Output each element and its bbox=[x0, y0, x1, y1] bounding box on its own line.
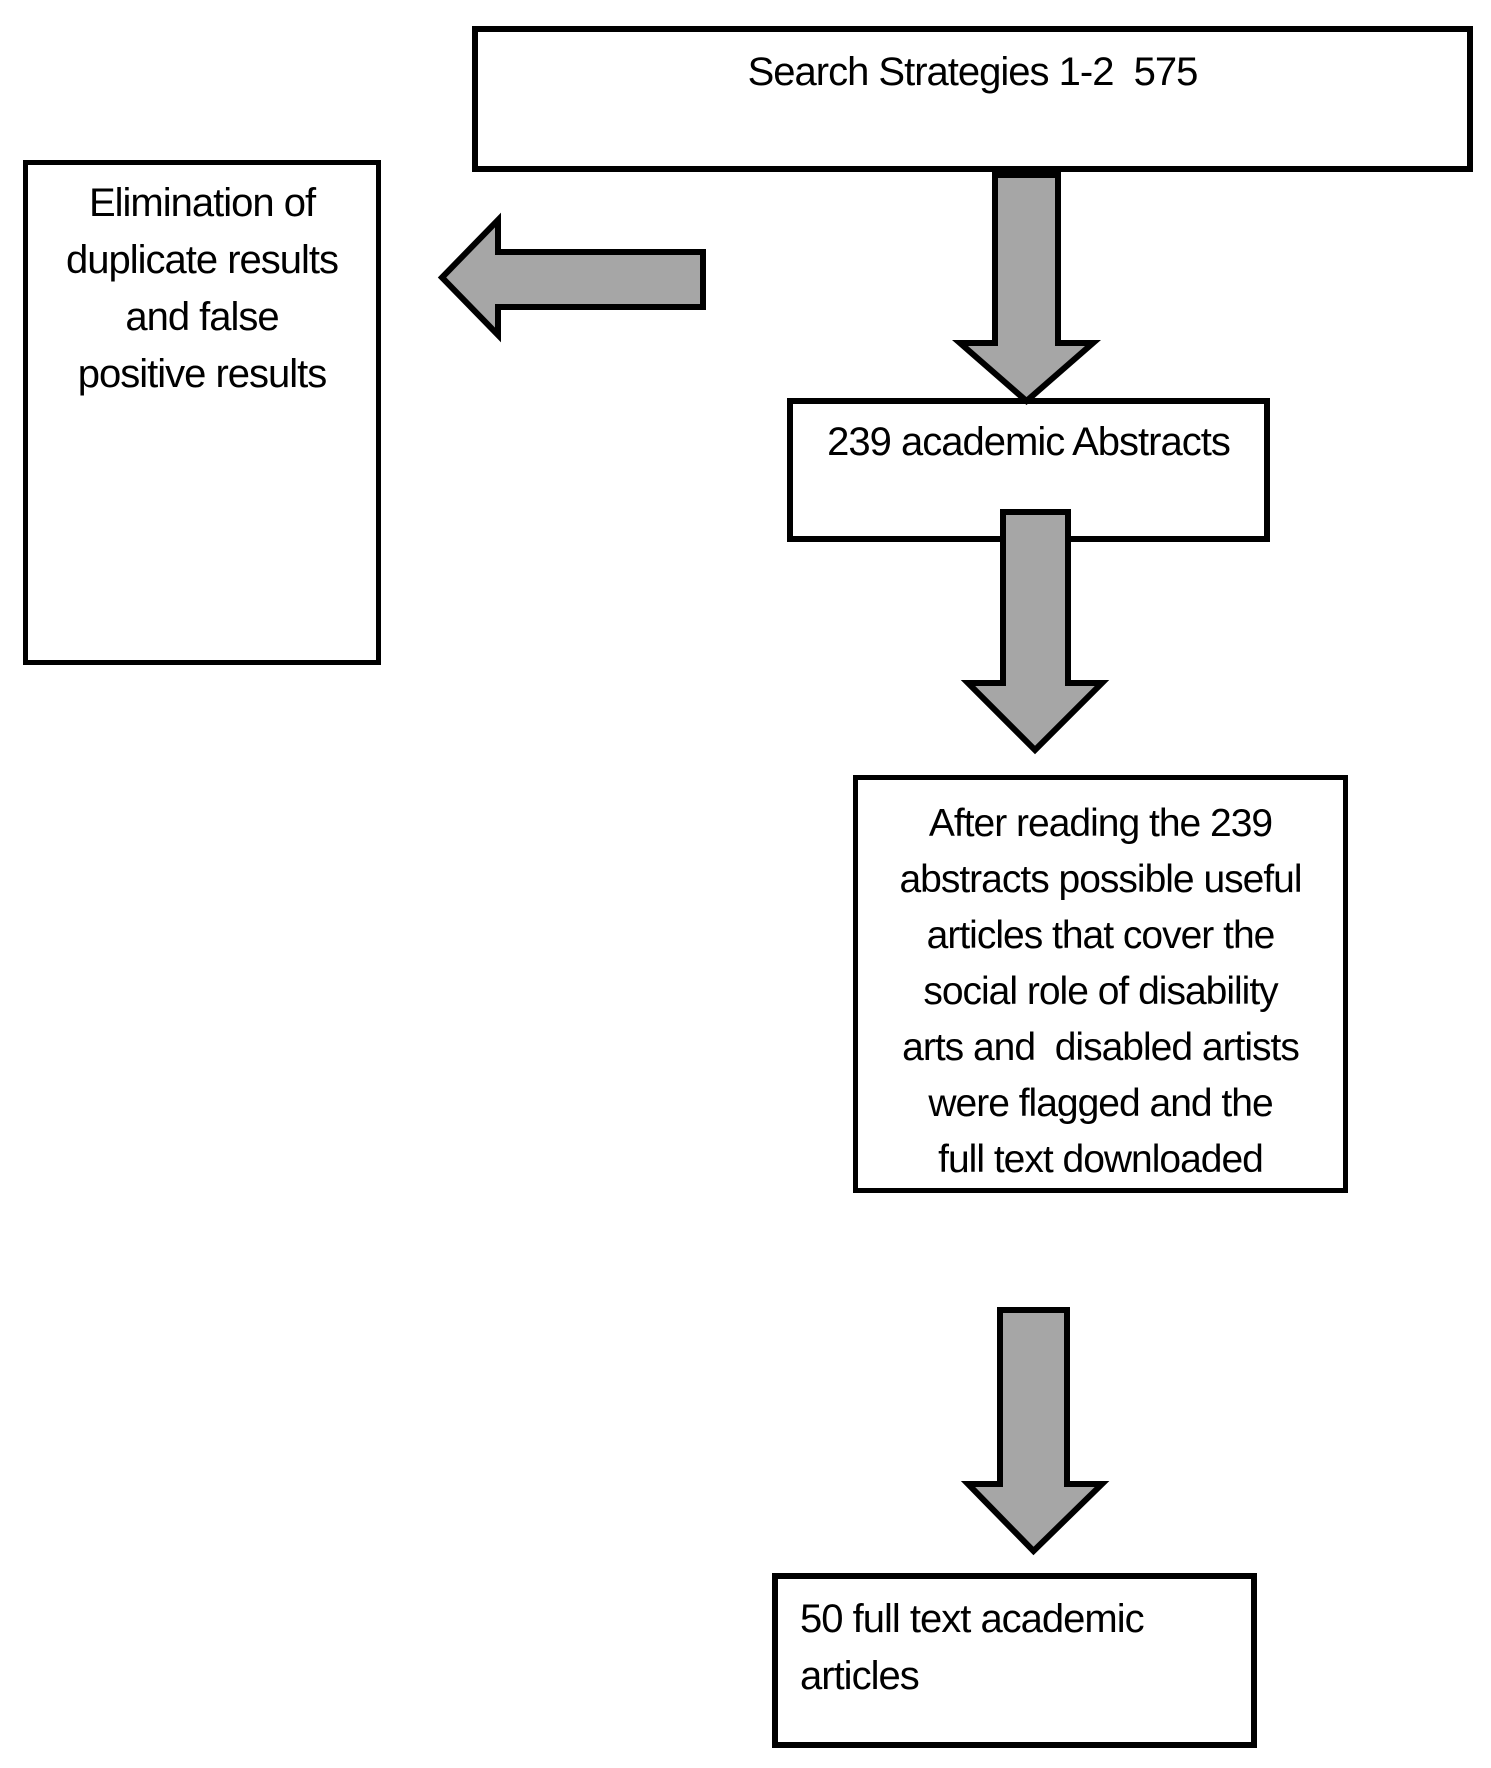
flowchart-box-full-text: 50 full text academic articles bbox=[772, 1573, 1257, 1748]
down-arrow-search-to-abstracts-icon bbox=[951, 172, 1102, 405]
flowchart-box-elimination: Elimination of duplicate results and fal… bbox=[23, 160, 381, 665]
left-arrow-to-elimination-icon bbox=[437, 212, 706, 343]
down-arrow-abstracts-to-reading-icon bbox=[960, 509, 1110, 755]
flowchart-box-after-reading: After reading the 239 abstracts possible… bbox=[853, 775, 1348, 1193]
flowchart-box-search-strategies: Search Strategies 1-2 575 bbox=[472, 26, 1473, 172]
flowchart-box-abstracts: 239 academic Abstracts bbox=[787, 398, 1270, 542]
down-arrow-reading-to-fulltext-icon bbox=[960, 1307, 1110, 1556]
